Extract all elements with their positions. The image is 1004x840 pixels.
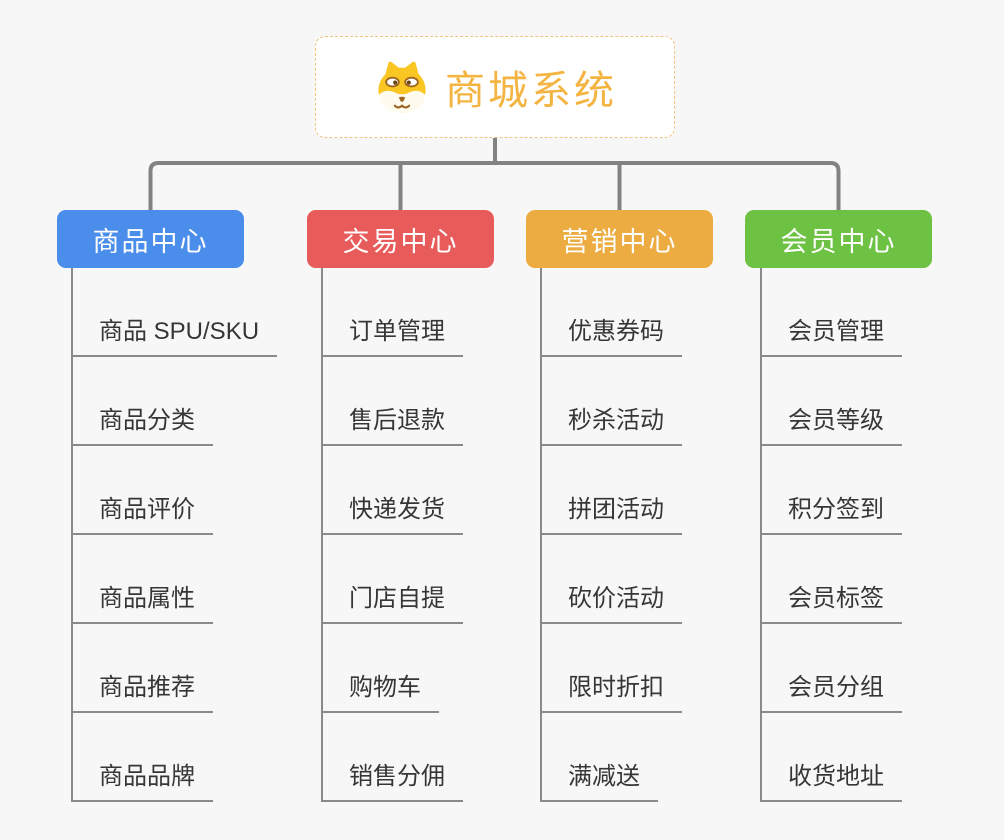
child-topic[interactable]: 售后退款 <box>321 402 463 446</box>
root-title: 商城系统 <box>445 69 617 113</box>
child-topic[interactable]: 购物车 <box>321 669 439 713</box>
branch-node-trade-center[interactable]: 交易中心 <box>307 210 494 268</box>
child-topic[interactable]: 拼团活动 <box>540 491 682 535</box>
branch-label: 营销中心 <box>561 226 678 257</box>
branch-spine <box>540 268 542 802</box>
branch-spine <box>760 268 762 802</box>
branch-label: 会员中心 <box>780 226 897 257</box>
child-topic[interactable]: 会员标签 <box>760 580 902 624</box>
child-topic[interactable]: 商品品牌 <box>71 758 213 802</box>
branch-children-trade-center: 订单管理 售后退款 快递发货 门店自提 购物车 销售分佣 <box>321 268 566 808</box>
child-topic[interactable]: 商品属性 <box>71 580 213 624</box>
child-topic[interactable]: 积分签到 <box>760 491 902 535</box>
branch-spine <box>321 268 323 802</box>
child-topic[interactable]: 收货地址 <box>760 758 902 802</box>
child-topic[interactable]: 会员分组 <box>760 669 902 713</box>
child-topic[interactable]: 优惠券码 <box>540 313 682 357</box>
child-topic[interactable]: 商品评价 <box>71 491 213 535</box>
branch-children-member-center: 会员管理 会员等级 积分签到 会员标签 会员分组 收货地址 <box>760 268 1004 808</box>
root-node[interactable]: 商城系统 <box>315 36 675 138</box>
branch-spine <box>71 268 73 802</box>
child-topic[interactable]: 会员管理 <box>760 313 902 357</box>
branch-node-marketing-center[interactable]: 营销中心 <box>526 210 713 268</box>
child-topic[interactable]: 商品分类 <box>71 402 213 446</box>
child-topic[interactable]: 会员等级 <box>760 402 902 446</box>
shiba-dog-icon <box>378 61 426 113</box>
child-topic[interactable]: 限时折扣 <box>540 669 682 713</box>
child-topic[interactable]: 商品推荐 <box>71 669 213 713</box>
branch-children-product-center: 商品 SPU/SKU 商品分类 商品评价 商品属性 商品推荐 商品品牌 <box>71 268 316 808</box>
child-topic[interactable]: 满减送 <box>540 758 658 802</box>
child-topic[interactable]: 销售分佣 <box>321 758 463 802</box>
branch-children-marketing-center: 优惠券码 秒杀活动 拼团活动 砍价活动 限时折扣 满减送 <box>540 268 785 808</box>
child-topic[interactable]: 订单管理 <box>321 313 463 357</box>
child-topic[interactable]: 商品 SPU/SKU <box>71 313 278 357</box>
branch-label: 交易中心 <box>342 226 459 257</box>
child-topic[interactable]: 秒杀活动 <box>540 402 682 446</box>
branch-node-member-center[interactable]: 会员中心 <box>745 210 932 268</box>
branch-node-product-center[interactable]: 商品中心 <box>57 210 244 268</box>
child-topic[interactable]: 门店自提 <box>321 580 463 624</box>
child-topic[interactable]: 快递发货 <box>321 491 463 535</box>
branch-label: 商品中心 <box>92 226 209 257</box>
child-topic[interactable]: 砍价活动 <box>540 580 682 624</box>
